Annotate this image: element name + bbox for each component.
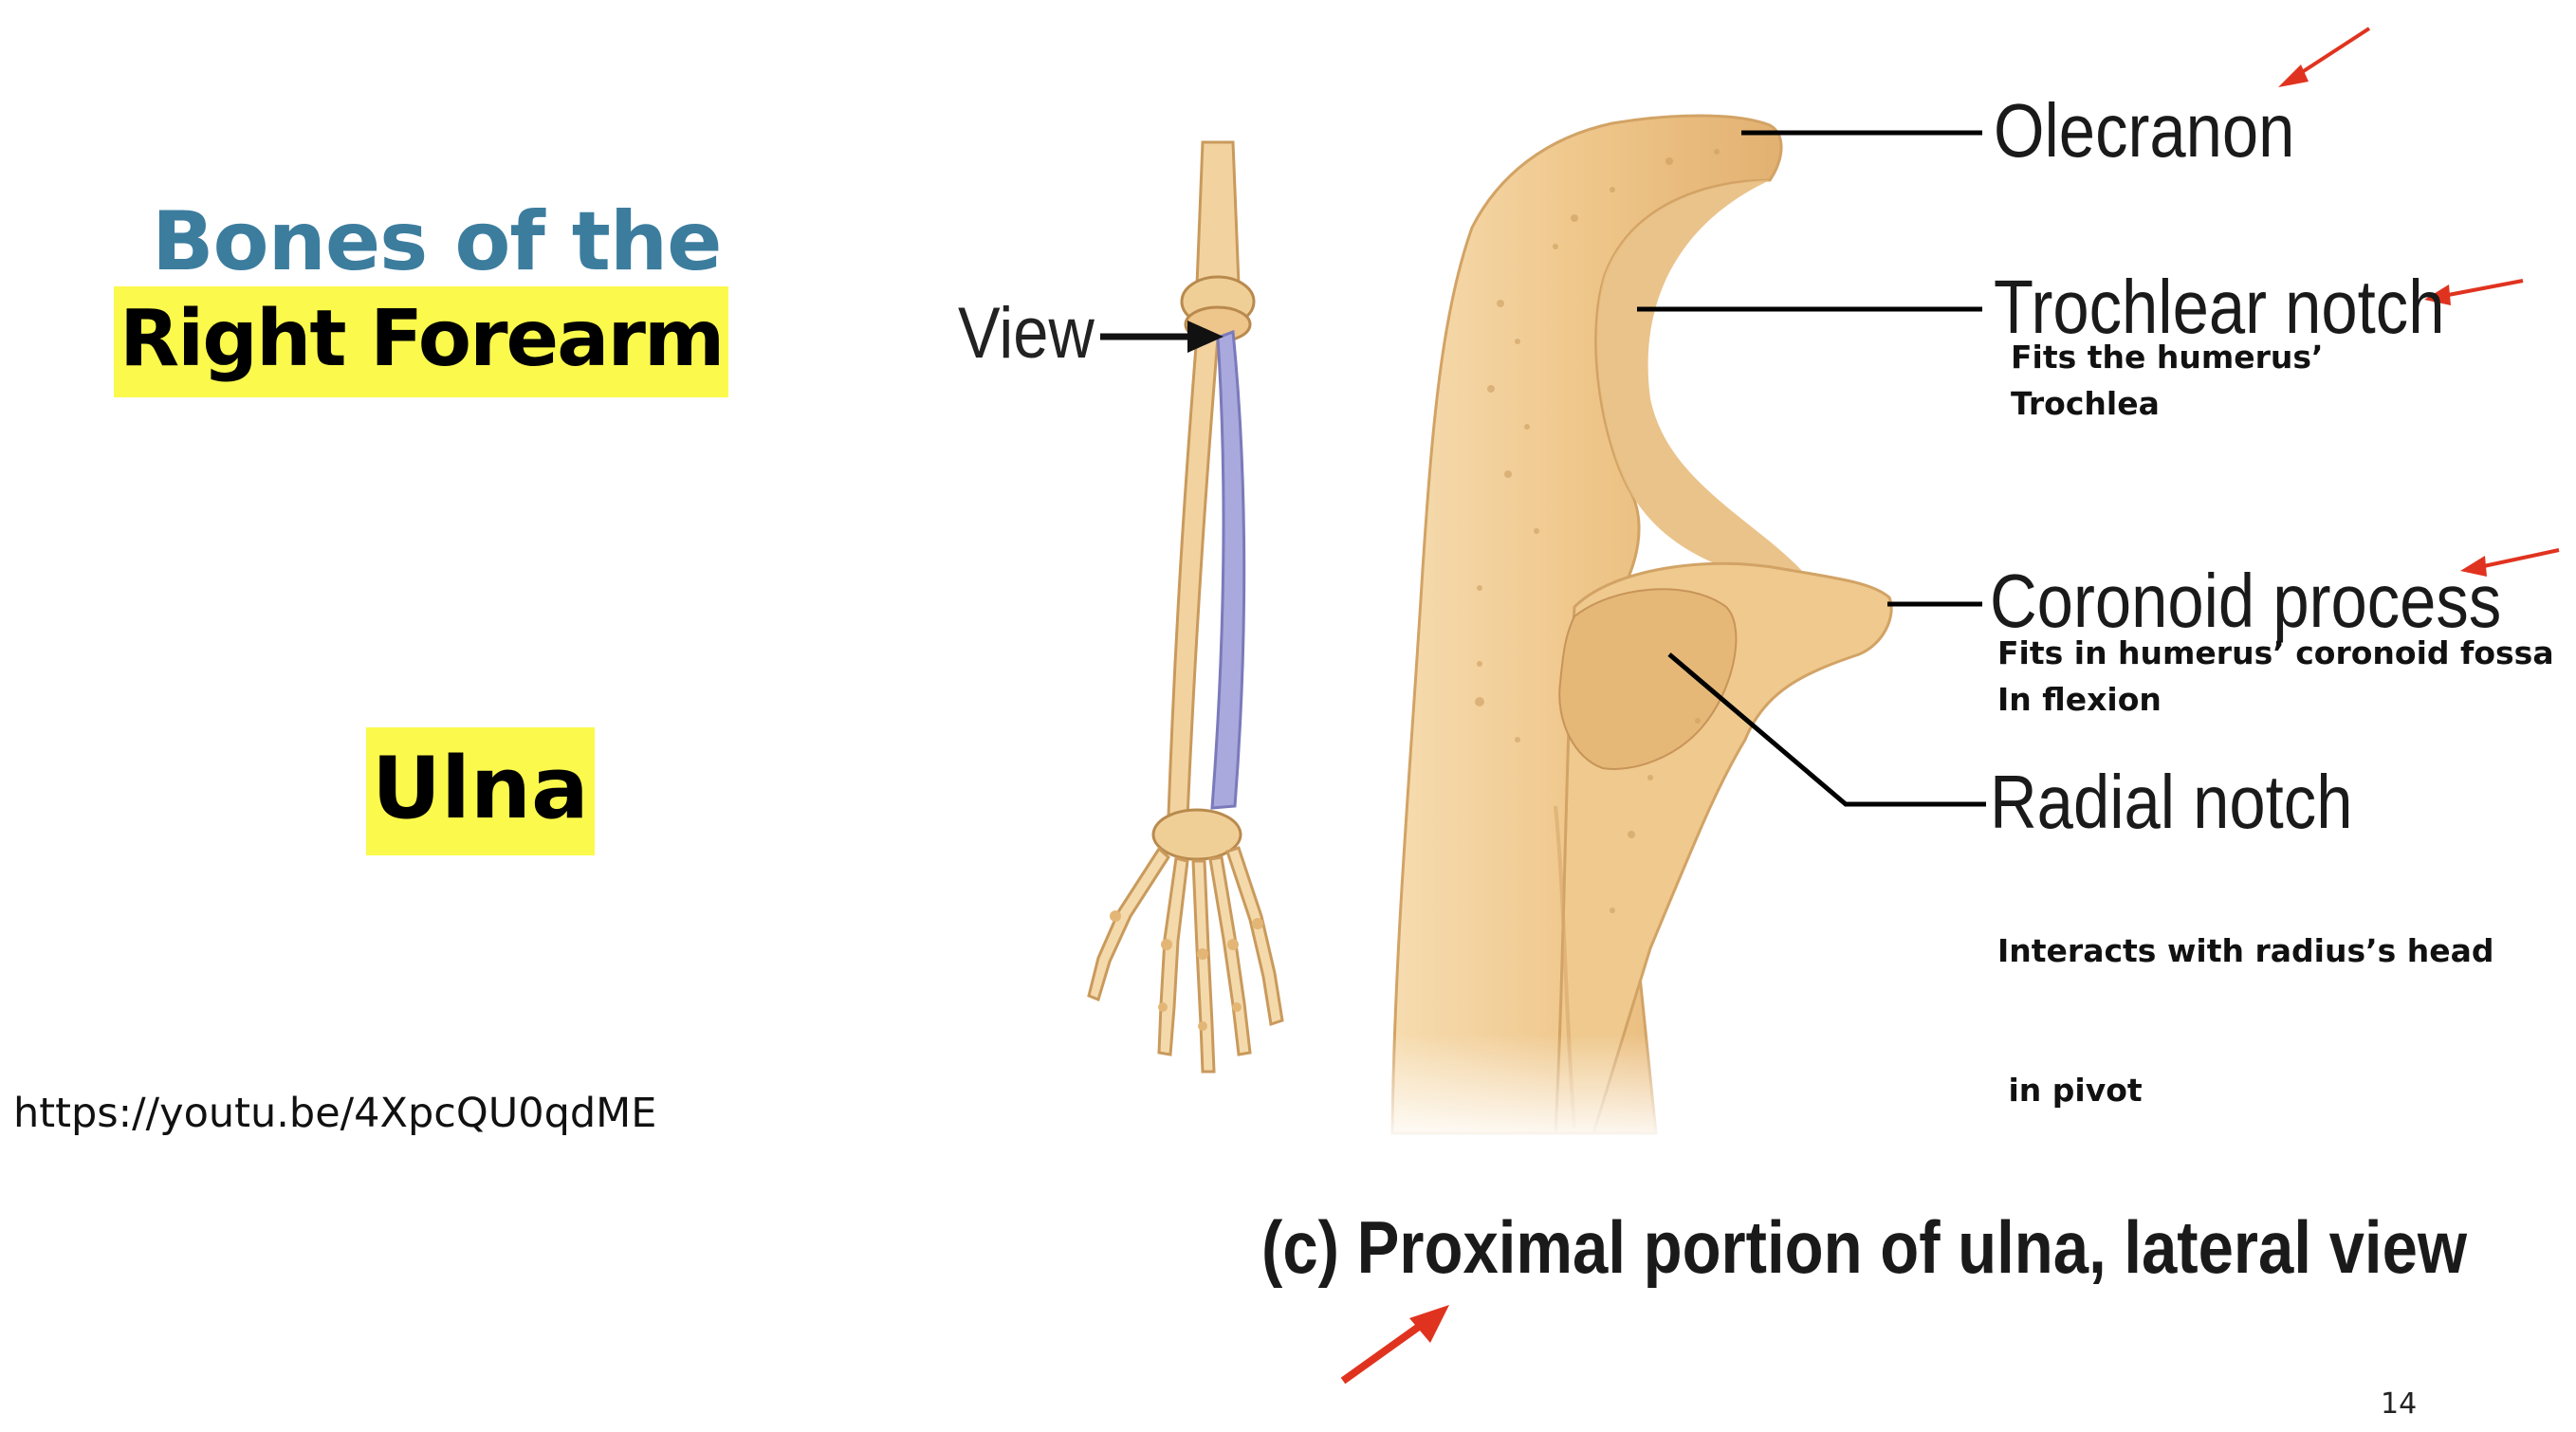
trochlear-note-line1: Fits the humerus’ xyxy=(2011,339,2324,376)
caption-annotation-arrow xyxy=(1340,1305,1449,1385)
ulna-illustration xyxy=(1366,114,1893,1147)
radius-highlight xyxy=(1210,329,1246,810)
slide-title-line2: Right Forearm xyxy=(114,286,729,397)
olecranon-annotation-arrow xyxy=(2278,27,2371,87)
trochlear-note: Fits the humerus’ Trochlea xyxy=(2011,334,2324,427)
radial-note-line1: Interacts with radius’s head xyxy=(1997,932,2494,969)
annotation-arrow-icon xyxy=(1340,27,2560,1385)
olecranon-label: Olecranon xyxy=(1994,88,2295,173)
coronoid-note: Fits in humerus’ coronoid fossa In flexi… xyxy=(1997,630,2554,723)
trochlear-annotation-arrow xyxy=(2424,279,2524,305)
figure-caption: (c) Proximal portion of ulna, lateral vi… xyxy=(1261,1205,2468,1289)
radial-note-line2: in pivot xyxy=(1997,1072,2143,1109)
forearm-illustration xyxy=(1087,140,1284,1074)
coronoid-note-line2: In flexion xyxy=(1997,681,2162,718)
coronoid-note-line1: Fits in humerus’ coronoid fossa xyxy=(1997,634,2554,671)
video-link[interactable]: https://youtu.be/4XpcQU0qdME xyxy=(13,1090,657,1137)
page-number: 14 xyxy=(2381,1387,2418,1421)
radial-note: Interacts with radius’s head in pivot xyxy=(1997,835,2494,1160)
view-label: View xyxy=(958,293,1095,374)
view-direction-arrow-icon xyxy=(1100,321,1224,353)
radial-notch-leader xyxy=(1667,652,1986,807)
trochlear-notch-label: Trochlear notch xyxy=(1994,265,2445,349)
radial-notch-label: Radial notch xyxy=(1990,760,2353,844)
leader-lines xyxy=(1637,130,1986,807)
slide-title-line1: Bones of the xyxy=(152,194,722,289)
bone-name-label: Ulna xyxy=(366,727,595,855)
coronoid-annotation-arrow xyxy=(2460,548,2560,577)
trochlear-note-line2: Trochlea xyxy=(2011,385,2160,422)
coronoid-process-label: Coronoid process xyxy=(1990,559,2502,643)
